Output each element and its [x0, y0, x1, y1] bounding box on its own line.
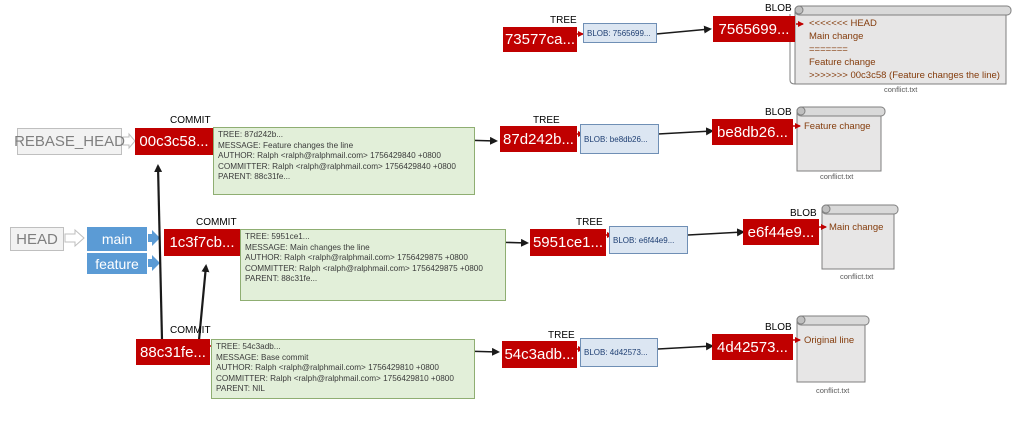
scroll-blob-4d42573	[796, 315, 870, 383]
blob-hash-b0: 7565699...	[713, 16, 795, 42]
blob-label-b1: BLOB	[765, 107, 792, 118]
commit-line: MESSAGE: Main changes the line	[245, 242, 370, 252]
tree-label-t1: TREE	[533, 115, 560, 126]
commit-line: AUTHOR: Ralph <ralph@ralphmail.com> 1756…	[218, 151, 441, 161]
blob-content-line: Original line	[804, 335, 855, 346]
commit-content-c2: TREE: 5951ce1... MESSAGE: Main changes t…	[240, 229, 506, 301]
blob-pointer-t0	[655, 25, 712, 35]
commit-line: TREE: 5951ce1...	[245, 232, 310, 241]
commit-line: AUTHOR: Ralph <ralph@ralphmail.com> 1756…	[216, 363, 439, 373]
blob-content-line: Main change	[809, 31, 864, 42]
commit-line: COMMITTER: Ralph <ralph@ralphmail.com> 1…	[218, 161, 456, 171]
blob-pointer-t2	[687, 228, 745, 237]
blob-content-b1: Feature change	[804, 120, 871, 133]
commit-line: PARENT: NIL	[216, 384, 265, 394]
scroll-blob-be8db26	[796, 106, 886, 172]
tree-entry-t1: BLOB: be8db26...	[580, 124, 659, 154]
blob-hash-b2: e6f44e9...	[743, 219, 819, 245]
tree-label-t3: TREE	[548, 330, 575, 341]
commit-content-c1: TREE: 87d242b... MESSAGE: Feature change…	[213, 127, 475, 195]
commit-line: MESSAGE: Base commit	[216, 352, 309, 362]
blob-content-line: Main change	[829, 222, 884, 233]
tree-hash-t1: 87d242b...	[500, 126, 577, 152]
commit-hash-c2: 1c3f7cb...	[164, 229, 240, 256]
commit-hash-c1: 00c3c58...	[135, 128, 213, 155]
blob-content-line: Feature change	[809, 57, 876, 68]
tree-hash-t0: 73577ca...	[503, 27, 577, 52]
ref-head: HEAD	[10, 227, 64, 251]
ref-arrow-head	[64, 228, 85, 248]
tree-hash-t3: 54c3adb...	[502, 341, 577, 368]
commit-line: TREE: 87d242b...	[218, 130, 284, 139]
commit-line: AUTHOR: Ralph <ralph@ralphmail.com> 1756…	[245, 253, 468, 263]
scroll-blob-7565699	[789, 5, 1012, 85]
blob-content-b3: Original line	[804, 334, 854, 347]
blob-content-line: Feature change	[804, 121, 871, 132]
ref-arrow-rebase-head	[122, 132, 136, 150]
tree-entry-t0: BLOB: 7565699...	[583, 23, 657, 43]
blob-filename-b2: conflict.txt	[840, 272, 874, 281]
parent-arrow-c3-to-c2	[197, 264, 210, 341]
branch-main: main	[87, 227, 147, 251]
blob-filename-b1: conflict.txt	[820, 172, 854, 181]
parent-arrow-c3-to-c1	[154, 164, 164, 341]
commit-line: COMMITTER: Ralph <ralph@ralphmail.com> 1…	[245, 263, 483, 273]
commit-line: MESSAGE: Feature changes the line	[218, 140, 354, 150]
blob-content-b0: <<<<<<< HEAD Main change ======= Feature…	[809, 17, 1000, 82]
blob-pointer-t1	[657, 127, 714, 136]
blob-hash-b3: 4d42573...	[712, 334, 793, 360]
tree-label-t2: TREE	[576, 217, 603, 228]
tree-entry-t3: BLOB: 4d42573...	[580, 338, 658, 367]
commit-hash-c3: 88c31fe...	[136, 339, 210, 365]
blob-pointer-t3	[657, 342, 714, 351]
blob-label-b0: BLOB	[765, 3, 792, 14]
blob-hash-b1: be8db26...	[712, 119, 793, 145]
tree-entry-t2: BLOB: e6f44e9...	[609, 226, 688, 254]
commit-label-c1: COMMIT	[170, 115, 211, 126]
blob-filename-b0: conflict.txt	[884, 85, 918, 94]
blob-label-b2: BLOB	[790, 208, 817, 219]
commit-line: PARENT: 88c31fe...	[218, 172, 291, 182]
branch-arrow-main	[148, 230, 160, 246]
blob-content-line: >>>>>>> 00c3c58 (Feature changes the lin…	[809, 70, 1000, 81]
blob-content-line: <<<<<<< HEAD	[809, 18, 877, 29]
tree-label-t0: TREE	[550, 15, 577, 26]
scroll-blob-e6f44e9	[821, 204, 899, 270]
commit-label-c2: COMMIT	[196, 217, 237, 228]
commit-content-c3: TREE: 54c3adb... MESSAGE: Base commit AU…	[211, 339, 475, 399]
commit-label-c3: COMMIT	[170, 325, 211, 336]
branch-arrow-feature	[148, 255, 160, 271]
tree-hash-t2: 5951ce1...	[530, 229, 606, 256]
commit-line: TREE: 54c3adb...	[216, 342, 281, 351]
blob-content-line: =======	[809, 44, 848, 55]
blob-filename-b3: conflict.txt	[816, 386, 850, 395]
commit-line: COMMITTER: Ralph <ralph@ralphmail.com> 1…	[216, 373, 454, 383]
blob-content-b2: Main change	[829, 221, 883, 234]
branch-feature: feature	[87, 253, 147, 274]
commit-line: PARENT: 88c31fe...	[245, 274, 318, 284]
ref-rebase-head: REBASE_HEAD	[14, 128, 125, 155]
blob-label-b3: BLOB	[765, 322, 792, 333]
